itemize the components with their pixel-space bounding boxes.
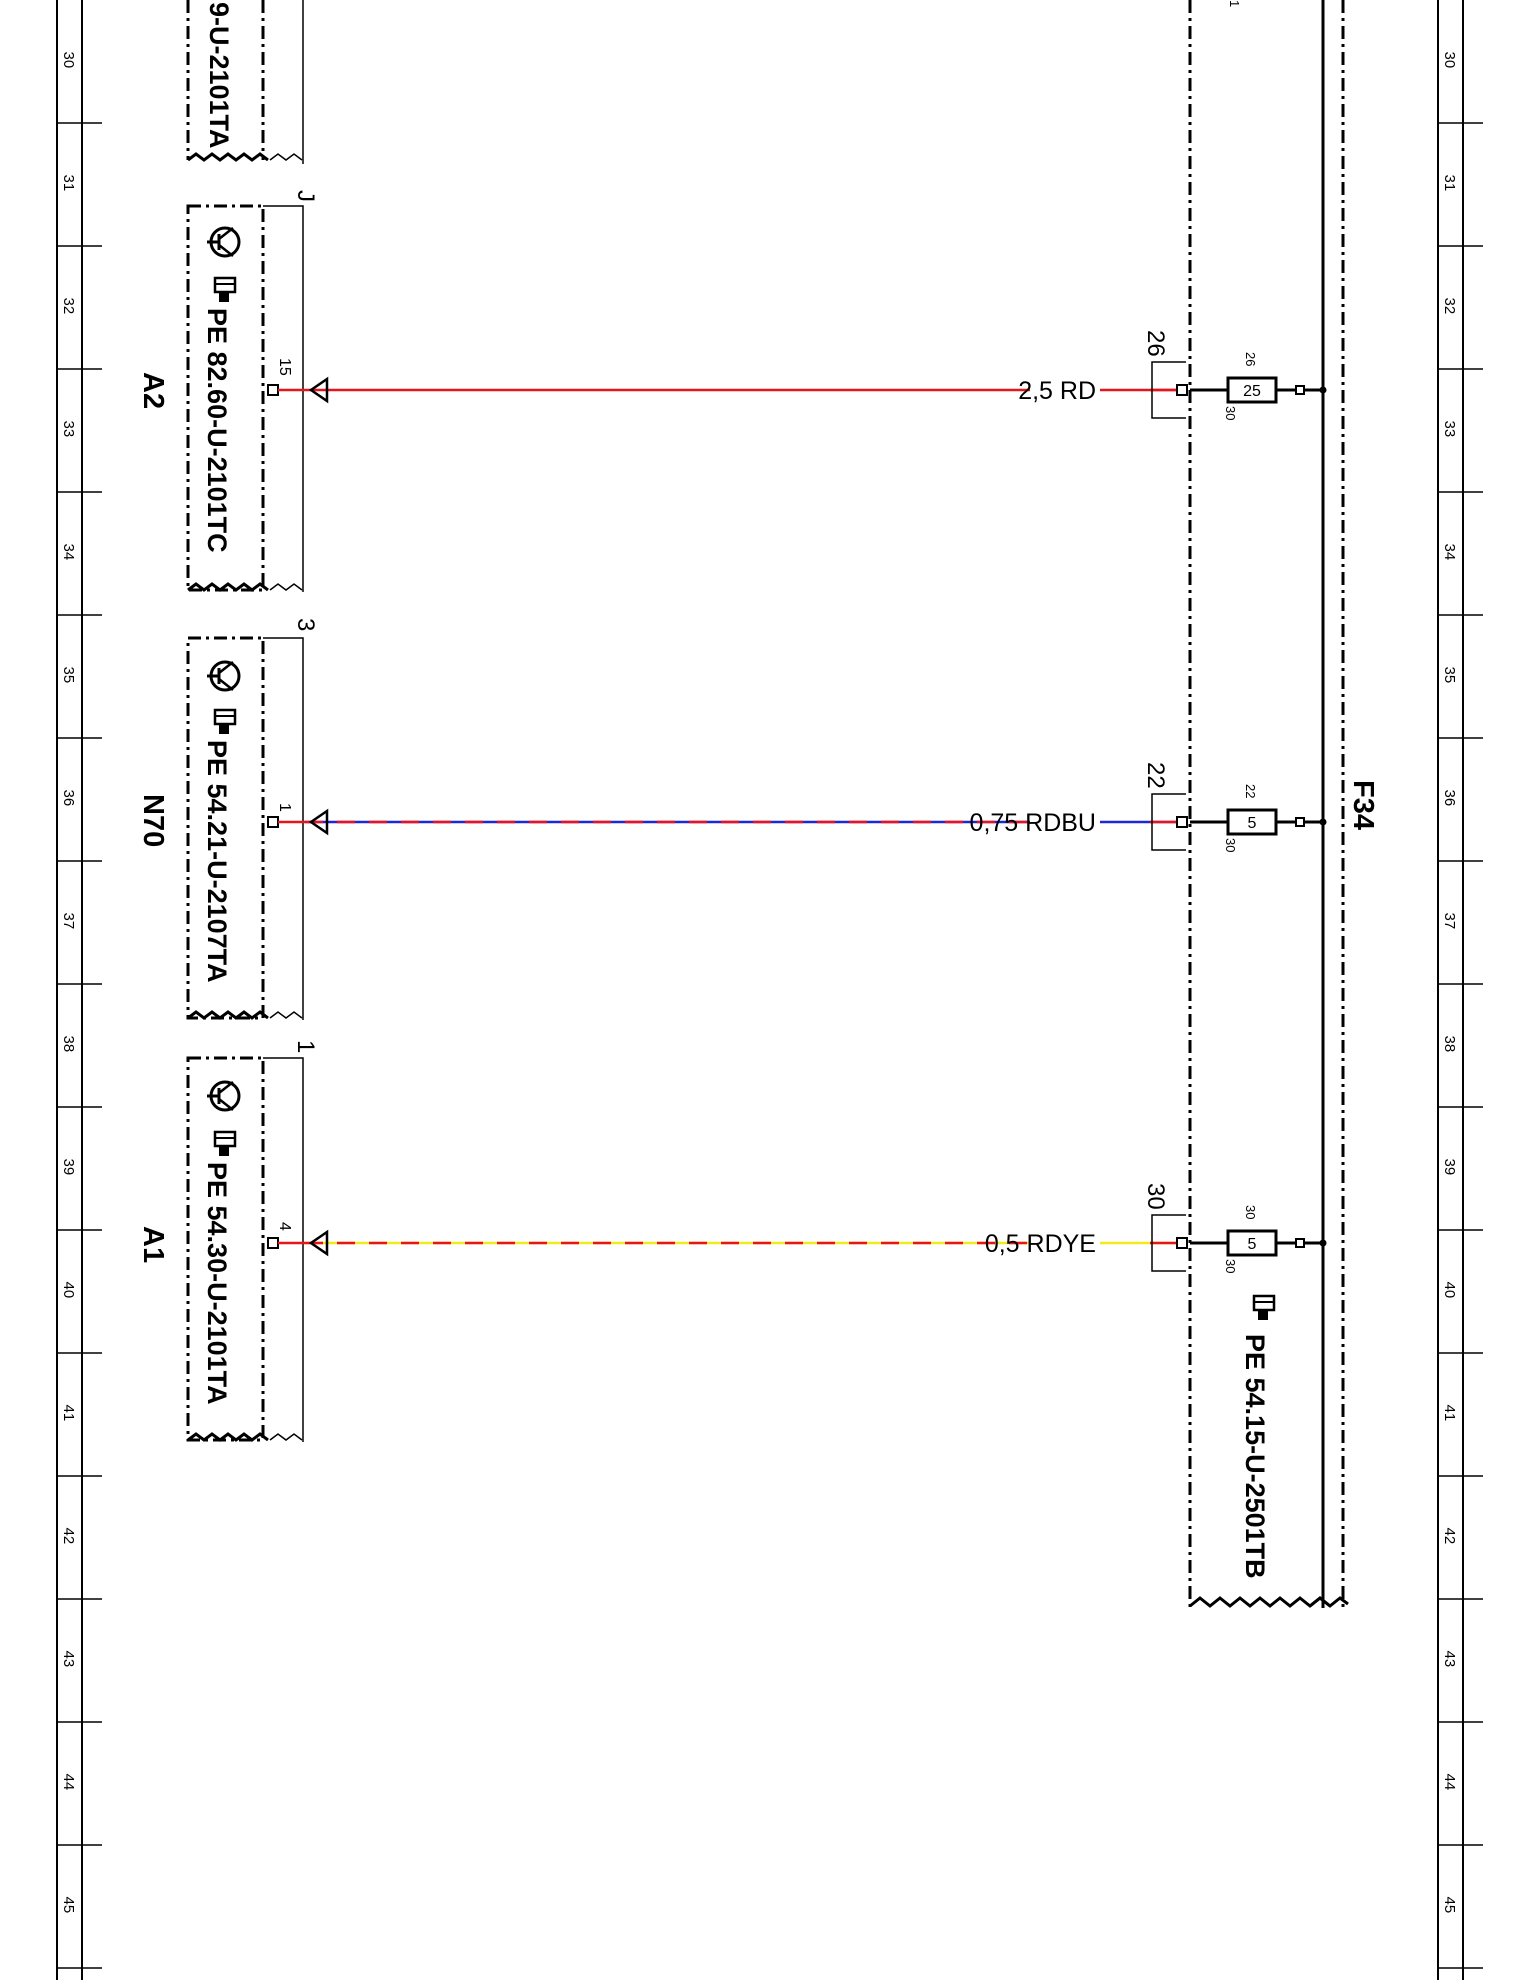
- pin-square: [1176, 816, 1188, 828]
- pointing-hand-icon: [213, 708, 237, 734]
- left-ruler-number: 44: [60, 1774, 77, 1791]
- fuse-pin-number: 30: [1142, 1183, 1169, 1210]
- component-a2: J PE 82.60-U-2101TC A2 15: [137, 190, 319, 592]
- left-ruler-number: 33: [60, 421, 77, 438]
- fuse-body: [1226, 376, 1278, 404]
- fuse-terminal: [1295, 1238, 1305, 1248]
- wire-label: 0,75 RDBU: [970, 809, 1096, 837]
- right-ruler-number: 33: [1441, 421, 1458, 438]
- group-num-a1: 1: [292, 1040, 319, 1053]
- fuse-box-top-mark: 1: [1227, 0, 1242, 7]
- connector-arrow-icon: [308, 808, 329, 836]
- left-ruler-number: 30: [60, 52, 77, 69]
- fuse-bottom-number: 30: [1223, 406, 1238, 420]
- left-ruler-number: 42: [60, 1528, 77, 1545]
- pointing-hand-icon: [213, 276, 237, 302]
- wire-label: 0,5 RDYE: [985, 1230, 1096, 1258]
- component-code-n70: PE 54.21-U-2107TA: [202, 740, 232, 983]
- pin-square: [267, 816, 279, 828]
- left-ruler-number: 43: [60, 1651, 77, 1668]
- connector-bracket: [1151, 1214, 1186, 1272]
- right-ruler-number: 31: [1441, 175, 1458, 192]
- left-ruler-number: 32: [60, 298, 77, 315]
- fuse-top-number: 30: [1243, 1205, 1258, 1219]
- fuse-terminal: [1295, 817, 1305, 827]
- fuse-pin-number: 26: [1142, 330, 1169, 357]
- pin-square: [1176, 384, 1188, 396]
- fuse-box-f34: 1 F34 PE 54.15-U-2501TB: [1188, 0, 1379, 1608]
- connector-bracket: [1151, 793, 1186, 851]
- component-top-partial: 9-U-2101TA: [186, 0, 304, 164]
- fuse-pin-number: 22: [1142, 762, 1169, 789]
- fuse-value: 5: [1248, 1236, 1257, 1253]
- left-ruler-number: 39: [60, 1159, 77, 1176]
- pin-square: [1176, 1237, 1188, 1249]
- right-ruler-number: 35: [1441, 667, 1458, 684]
- left-ruler-number: 36: [60, 790, 77, 807]
- pin-square: [267, 1237, 279, 1249]
- connector-bracket: [1151, 361, 1186, 419]
- transistor-icon: [207, 226, 241, 258]
- component-ref-a1: A1: [137, 1226, 169, 1263]
- left-ruler-number: 35: [60, 667, 77, 684]
- fuse-bottom-number: 30: [1223, 838, 1238, 852]
- wire-w26: 2,5 RD 26 25 26 30: [267, 330, 1327, 420]
- left-ruler-number: 38: [60, 1036, 77, 1053]
- group-num-a2: J: [292, 190, 319, 202]
- component-pin-a2: 15: [276, 358, 293, 376]
- left-ruler-number: 31: [60, 175, 77, 192]
- pointing-hand-icon: [213, 1130, 237, 1156]
- connector-arrow-icon: [308, 1229, 329, 1257]
- transistor-icon: [207, 660, 241, 692]
- right-ruler-number: 32: [1441, 298, 1458, 315]
- component-pin-a1: 4: [276, 1222, 293, 1231]
- left-ruler-number: 40: [60, 1282, 77, 1299]
- component-a1: 1 PE 54.30-U-2101TA A1 4: [137, 1040, 319, 1442]
- fuse-box-code: PE 54.15-U-2501TB: [1240, 1334, 1270, 1579]
- wire-w22: 0,75 RDBU 22 5 22 30: [267, 762, 1327, 852]
- pointing-hand-icon: [1252, 1294, 1276, 1320]
- fuse-terminal: [1295, 385, 1305, 395]
- right-ruler-number: 40: [1441, 1282, 1458, 1299]
- left-ruler-number: 45: [60, 1897, 77, 1914]
- right-ruler-number: 37: [1441, 913, 1458, 930]
- right-ruler-number: 45: [1441, 1897, 1458, 1914]
- left-ruler-number: 34: [60, 544, 77, 561]
- right-ruler-number: 42: [1441, 1528, 1458, 1545]
- right-ruler-number: 38: [1441, 1036, 1458, 1053]
- right-ruler: 30 31 32 33 34 35 36 37 38 39 40 41 42 43 44 45: [1437, 0, 1483, 1980]
- component-pin-n70: 1: [276, 803, 293, 812]
- group-num-n70: 3: [292, 618, 319, 631]
- component-code-a1: PE 54.30-U-2101TA: [202, 1162, 232, 1405]
- left-ruler: 30 31 32 33 34 35 36 37 38 39 40 41 42 43 44 45: [56, 0, 102, 1980]
- right-ruler-number: 43: [1441, 1651, 1458, 1668]
- right-ruler-number: 41: [1441, 1405, 1458, 1422]
- fuse-bottom-number: 30: [1223, 1259, 1238, 1273]
- fuse-top-number: 22: [1243, 784, 1258, 798]
- transistor-icon: [207, 1080, 241, 1112]
- right-ruler-number: 30: [1441, 52, 1458, 69]
- component-ref-n70: N70: [137, 794, 169, 847]
- component-ref-a2: A2: [137, 372, 169, 409]
- wire-w30: 0,5 RDYE 30 5 30 30: [267, 1183, 1327, 1273]
- component-code-top: 9-U-2101TA: [204, 2, 234, 149]
- component-code-a2: PE 82.60-U-2101TC: [202, 308, 232, 553]
- wire-label: 2,5 RD: [1018, 377, 1096, 405]
- left-ruler-number: 41: [60, 1405, 77, 1422]
- pin-square: [267, 384, 279, 396]
- right-ruler-number: 36: [1441, 790, 1458, 807]
- connector-arrow-icon: [308, 376, 329, 404]
- fuse-value: 5: [1248, 815, 1257, 832]
- component-n70: 3 PE 54.21-U-2107TA N70 1: [137, 618, 319, 1020]
- fuse-top-number: 26: [1243, 352, 1258, 366]
- right-ruler-number: 34: [1441, 544, 1458, 561]
- right-ruler-number: 39: [1441, 1159, 1458, 1176]
- right-ruler-number: 44: [1441, 1774, 1458, 1791]
- left-ruler-number: 37: [60, 913, 77, 930]
- fuse-box-ref: F34: [1347, 780, 1379, 830]
- fuse-value: 25: [1243, 383, 1261, 400]
